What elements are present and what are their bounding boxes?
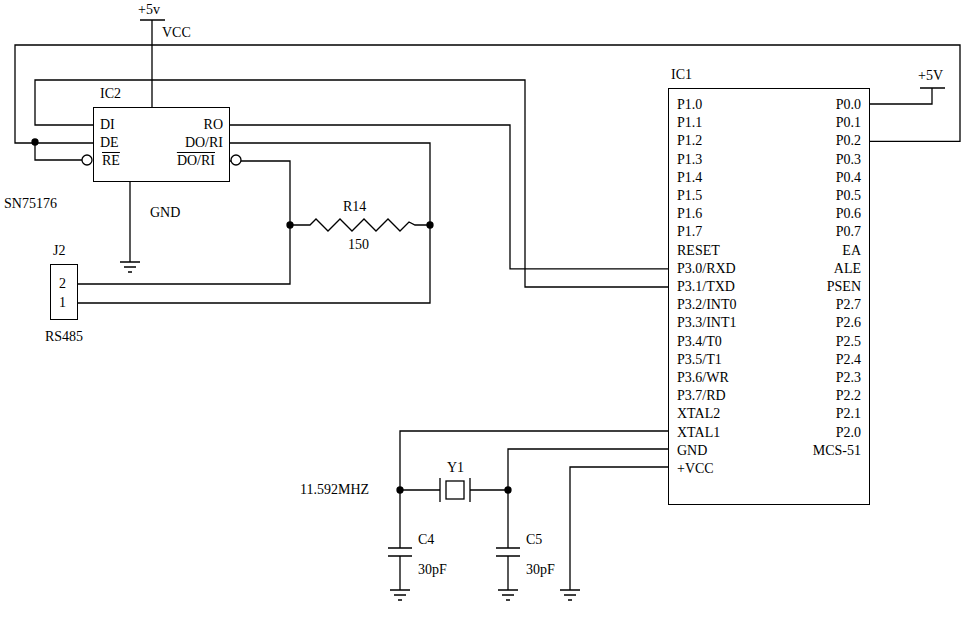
pin-label: P2.4 [836,352,861,368]
signal-wire [230,125,668,269]
pin-label: P2.2 [836,388,861,404]
inverter-bubble [82,155,92,165]
pin-label: P0.7 [836,224,861,240]
pin-label: J2 [53,243,65,259]
part-label: SN75176 [4,196,57,212]
pin-label: P2.0 [836,425,861,441]
part-label: +5V [918,68,943,84]
pin-label: 2 [59,276,66,292]
part-label: 150 [348,237,369,253]
pin-label: RS485 [45,329,83,345]
pin-label: P3.2/INT0 [677,297,737,313]
pin-label: XTAL2 [677,406,720,422]
signal-wire [35,80,668,287]
part-label: VCC [162,25,191,41]
power-symbol [140,20,165,107]
pin-label: P2.7 [836,297,861,313]
pin-label: DE [100,135,119,151]
pin-label: P1.4 [677,170,702,186]
pin-label: P3.6/WR [677,370,729,386]
pin-label: P3.4/T0 [677,334,722,350]
junction-dot [505,487,511,493]
pin-label: DI [100,117,115,133]
junction-dot [32,139,38,145]
pin-label: XTAL1 [677,425,720,441]
pin-label: IC2 [100,86,121,102]
pin-label: P1.0 [677,97,702,113]
junction-dot [397,487,403,493]
pin-label: P0.6 [836,206,861,222]
pin-label: RESET [677,243,720,259]
pin-label: ALE [834,261,861,277]
pin-label: P1.2 [677,133,702,149]
pin-label: P0.4 [836,170,861,186]
pin-label: DO/RI [177,153,215,169]
pin-label: P2.5 [836,334,861,350]
pin-label: P0.0 [836,97,861,113]
part-label: C4 [418,532,434,548]
pin-label: P3.7/RD [677,388,726,404]
pin-label: P0.1 [836,115,861,131]
ground-wire [570,467,668,590]
pin-label: RE [102,153,120,169]
pin-label: MCS-51 [813,443,861,459]
pin-label: P2.3 [836,370,861,386]
signal-wire [78,143,430,303]
ground-symbol [560,590,580,600]
part-label: +5v [138,2,160,18]
power-symbol [870,88,945,104]
part-label: 30pF [526,562,555,578]
part-label: 11.592MHZ [300,482,369,498]
ground-symbol [120,262,140,272]
transceiver-chip: IC2DIDERERODO/RIDO/RI [93,107,230,182]
pin-label: P3.3/INT1 [677,315,737,331]
pin-label: P0.2 [836,133,861,149]
inverter-bubble [231,155,241,165]
crystal-symbol [446,481,464,499]
pin-label: P0.3 [836,152,861,168]
wire [400,431,668,548]
pin-label: DO/RI [185,135,223,151]
pin-label: P1.3 [677,152,702,168]
junction-dot [427,222,433,228]
ground-wire [129,182,130,262]
pin-label: P1.6 [677,206,702,222]
wire [35,142,82,160]
pin-label: IC1 [671,67,692,83]
pin-label: P2.1 [836,406,861,422]
pin-label: P3.5/T1 [677,352,722,368]
pin-label: P1.7 [677,224,702,240]
pin-label: PSEN [827,279,861,295]
part-label: C5 [526,532,542,548]
ground-symbol [390,590,410,600]
capacitor-symbol [388,548,412,590]
capacitor-symbol [496,548,520,590]
pin-label: P2.6 [836,315,861,331]
microcontroller-chip: IC1P1.0P1.1P1.2P1.3P1.4P1.5P1.6P1.7RESET… [668,88,870,505]
wire [508,449,668,548]
connector-header: J221RS485 [50,264,78,320]
pin-label: RO [204,117,223,133]
pin-label: P0.5 [836,188,861,204]
pin-label: P1.1 [677,115,702,131]
pin-label: P1.5 [677,188,702,204]
pin-label: GND [677,443,707,459]
pin-label: 1 [59,295,66,311]
pin-label: P3.0/RXD [677,261,736,277]
resistor-symbol [290,219,430,231]
part-label: R14 [343,199,366,215]
part-label: 30pF [418,562,447,578]
crystal-symbol [400,478,508,502]
pin-label: +VCC [677,461,714,477]
pin-label: EA [842,243,861,259]
signal-wire [78,161,290,284]
junction-dot [287,222,293,228]
pin-label: P3.1/TXD [677,279,735,295]
ground-symbol [498,590,518,600]
signal-wire [15,45,960,143]
part-label: GND [150,205,180,221]
part-label: Y1 [447,460,464,476]
